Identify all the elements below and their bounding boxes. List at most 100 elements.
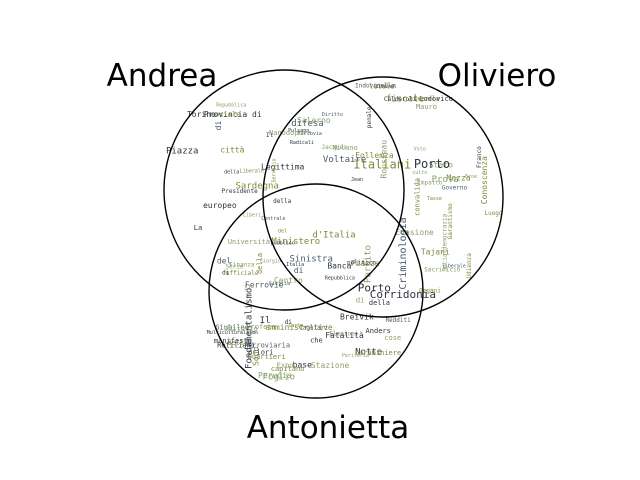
- venn-word: Redditi: [385, 317, 411, 324]
- venn-word: Jean: [351, 177, 363, 183]
- venn-word: Servizio: [272, 158, 278, 182]
- venn-word: Elezioni: [329, 331, 358, 338]
- venn-word: Salerno: [297, 116, 331, 125]
- venn-word: della: [273, 198, 291, 205]
- venn-word: Ministero: [271, 237, 320, 247]
- venn-word: Obitorio: [224, 325, 258, 333]
- venn-word: Rousseau: [379, 140, 388, 179]
- venn-word: Torino: [187, 110, 216, 119]
- venn-word: Breivik: [340, 312, 374, 321]
- venn-word: Stato: [429, 160, 453, 169]
- venn-word: Sicilia: [269, 281, 290, 287]
- circles-layer: [163, 69, 504, 399]
- venn-word: Eroe: [465, 174, 477, 180]
- venn-word: Foglio: [263, 373, 296, 383]
- set-label-oliviero: Oliviero: [438, 58, 557, 94]
- venn-word: Calderoli: [384, 96, 417, 103]
- venn-word: Centro: [274, 276, 303, 285]
- venn-word: Liberale: [240, 169, 264, 175]
- venn-word: Stazione: [311, 361, 350, 370]
- venn-word: La: [194, 224, 202, 232]
- venn-word: Organi: [419, 287, 441, 294]
- set-label-antonietta: Antonietta: [247, 410, 410, 446]
- venn-word: Franco: [476, 146, 483, 168]
- venn-word: fiscale: [386, 95, 424, 105]
- venn-word: Finanza: [229, 262, 255, 269]
- venn-word: Impatto: [417, 179, 443, 186]
- venn-word: culto: [412, 170, 427, 176]
- venn-word: che: [310, 337, 323, 345]
- venn-word: Mauro: [416, 103, 437, 111]
- venn-word: d'Italia: [312, 231, 355, 241]
- venn-word: Tajani: [421, 247, 450, 256]
- venn-word: Il: [266, 132, 274, 139]
- venn-word: pubblico: [271, 241, 295, 247]
- venn-word: Perugia: [258, 371, 292, 380]
- venn-word: del: [217, 256, 232, 265]
- venn-word: Centrale: [261, 216, 285, 222]
- venn-word: Giubileo: [215, 323, 249, 331]
- venn-word: Diritto: [322, 112, 343, 118]
- venn-word: Tasse: [427, 196, 442, 202]
- venn-word: Socialdemocrazia: [442, 213, 449, 271]
- venn-word: Multiculturalismo: [207, 330, 258, 336]
- venn-word: Il: [244, 285, 252, 292]
- venn-word: Pulsano: [288, 128, 309, 134]
- venn-word: Retiliani: [217, 342, 255, 350]
- venn-word: Porto: [414, 157, 450, 171]
- venn-word: della: [224, 170, 239, 176]
- venn-word: Jacques: [322, 144, 348, 151]
- venn-word: cose: [384, 334, 401, 342]
- venn-word: capitano: [271, 365, 305, 373]
- circle-antonietta: [208, 183, 424, 399]
- venn-word: letale: [369, 82, 394, 90]
- set-label-andrea: Andrea: [107, 58, 218, 94]
- venn-word: Repubblica: [325, 275, 355, 281]
- venn-word: penale: [366, 106, 373, 128]
- venn-word: Legittima: [261, 163, 305, 172]
- venn-word: base: [293, 360, 312, 369]
- venn-word: Follemza: [355, 151, 394, 160]
- venn-word: Fondamentalismo: [245, 288, 255, 369]
- venn-word: amministrative: [265, 323, 333, 332]
- venn-word: Conoscenza: [480, 156, 489, 204]
- venn-word: difesa: [291, 119, 324, 129]
- venn-word: di: [222, 269, 230, 276]
- venn-word: Sinistra: [290, 255, 333, 265]
- venn-word: Radicali: [290, 140, 314, 146]
- venn-word: Evasione: [395, 228, 434, 237]
- venn-word: Voto: [414, 147, 426, 153]
- venn-word: città: [220, 145, 244, 154]
- venn-word: della: [227, 339, 248, 347]
- venn-word: Sacrificio: [424, 267, 461, 274]
- venn-word: Anders: [366, 327, 391, 335]
- venn-word: Carabiniere: [355, 349, 401, 357]
- venn-word: Il: [260, 316, 271, 326]
- venn-word: Piazza: [351, 259, 380, 268]
- venn-word: Mazza: [447, 173, 471, 182]
- venn-word: Carte: [288, 323, 303, 329]
- venn-word: Profeta: [246, 323, 276, 331]
- venn-word: convalida: [414, 178, 422, 216]
- venn-word: Milano: [332, 144, 357, 152]
- venn-word: Criminologia: [398, 217, 409, 289]
- venn-word: Quartieri: [248, 353, 286, 361]
- venn-word: ferroviaria: [244, 342, 290, 350]
- venn-word: Notte: [355, 348, 382, 358]
- venn-word: politico: [347, 260, 376, 267]
- venn-word: Fatalità: [325, 331, 364, 340]
- venn-word: Sardegna: [236, 182, 279, 192]
- venn-word: priori: [248, 348, 273, 356]
- venn-word: Ferrovia: [298, 131, 322, 137]
- venn-word: Cagliari: [299, 325, 328, 332]
- venn-word: Udienza: [466, 253, 473, 279]
- venn-word: Banca: [327, 261, 351, 270]
- venn-word: Liberi: [243, 213, 261, 219]
- venn-word: Piazza: [166, 146, 199, 156]
- venn-word: di: [285, 319, 293, 326]
- venn-word: di: [294, 266, 304, 275]
- venn-word: Sono: [251, 346, 260, 365]
- venn-word: Ferrovie: [245, 281, 284, 290]
